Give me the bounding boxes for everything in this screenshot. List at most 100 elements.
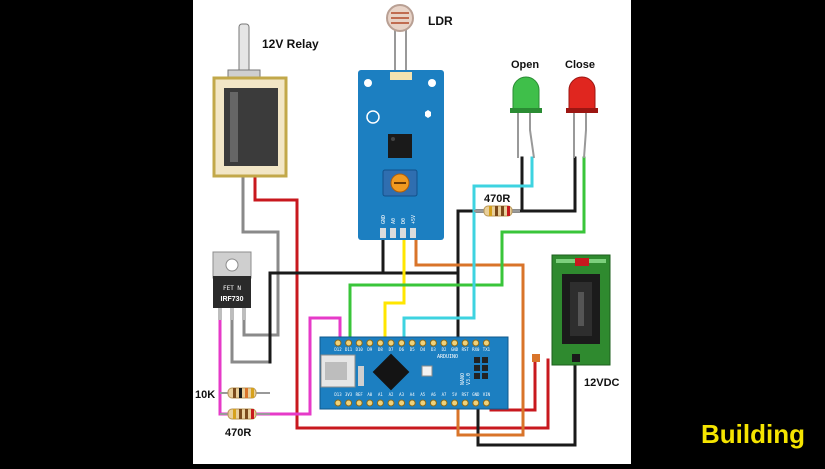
nano-pin — [387, 399, 395, 407]
nano-pin-label: A5 — [420, 392, 425, 397]
nano-pin — [472, 339, 480, 347]
nano-pin — [376, 399, 384, 407]
ldr-label: LDR — [428, 14, 453, 28]
nano-pin-label: D4 — [420, 347, 425, 352]
nano-pin-label: TX1 — [483, 347, 491, 352]
nano-pin — [398, 399, 406, 407]
nano-pin — [334, 339, 342, 347]
nano-pin-label: GND — [472, 392, 480, 397]
nano-pin-label: D10 — [356, 347, 364, 352]
led-close — [566, 76, 598, 159]
sensor-pins — [380, 228, 416, 238]
nano-pin — [440, 339, 448, 347]
sensor-ic-notch — [391, 137, 395, 141]
nano-crystal — [358, 366, 364, 386]
sensor-ldr-header — [390, 72, 412, 80]
nano-pin-label: A3 — [399, 392, 404, 397]
ldr — [386, 4, 414, 74]
nano-pin-label: A0 — [367, 392, 372, 397]
ldr-lead-left — [394, 28, 396, 74]
sensor-mount-hole-left — [364, 79, 372, 87]
led-close-label: Close — [565, 59, 595, 71]
dc-jack-module — [532, 254, 611, 366]
led-open-lead-right — [529, 110, 535, 159]
relay-coil-shine — [230, 92, 238, 162]
nano-pin — [429, 339, 437, 347]
sensor-pin-labels: GND A0 D0 +5V — [381, 215, 417, 224]
wires — [218, 156, 586, 447]
sensor-pin-label-d0: D0 — [401, 218, 407, 224]
nano-pin-label: D8 — [378, 347, 383, 352]
resistor-gate — [220, 408, 270, 420]
nano-pin — [376, 339, 384, 347]
led-open — [510, 76, 542, 159]
resistor-led-label: 470R — [484, 193, 510, 205]
led-close-lead-right — [583, 110, 587, 159]
wire-open-cyan — [402, 156, 534, 347]
nano-pin-label: VIN — [483, 392, 491, 397]
led-close-rim — [566, 108, 598, 113]
sensor-pin-label-gnd: GND — [381, 215, 387, 224]
nano-pin — [472, 399, 480, 407]
sensor-pin-label-a0: A0 — [391, 218, 397, 224]
nano-pin-label: 3V3 — [345, 392, 353, 397]
nano-pin-label: 5V — [452, 392, 457, 397]
nano-pin — [419, 399, 427, 407]
led-open-rim — [510, 108, 542, 113]
nano-pin — [451, 399, 459, 407]
nano-pin-label: REF — [356, 392, 364, 397]
wire-mosfet-gray — [230, 316, 272, 364]
nano-pin-label: GND — [451, 347, 459, 352]
nano-pin-label: A6 — [431, 392, 436, 397]
nano-pin — [461, 339, 469, 347]
resistor-gate-label: 470R — [225, 427, 251, 439]
nano-pin — [451, 339, 459, 347]
wire-gnd-black — [268, 271, 460, 364]
resistor-10k-label: 10K — [195, 389, 215, 401]
ldr-sensor-module: GND A0 D0 +5V — [358, 70, 444, 240]
nano-pin-label: RST — [462, 392, 470, 397]
led-open-dome — [512, 76, 540, 111]
nano-pin-label: RST — [462, 347, 470, 352]
nano-pin-label: D6 — [399, 347, 404, 352]
mosfet: FET N IRF730 — [212, 251, 252, 320]
wire-close-green — [348, 156, 586, 347]
mosfet-body — [213, 276, 251, 308]
ldr-lead-right — [405, 28, 407, 74]
nano-pin-label: D7 — [389, 347, 394, 352]
led-close-dome — [568, 76, 596, 111]
nano-pin — [482, 339, 490, 347]
nano-pin — [461, 399, 469, 407]
nano-pin — [355, 399, 363, 407]
nano-pin-label: A1 — [378, 392, 383, 397]
nano-pin — [366, 339, 374, 347]
relay-label: 12V Relay — [262, 37, 319, 51]
nano-pin-label: A4 — [410, 392, 415, 397]
nano-text-arduino: ARDUINO — [437, 354, 458, 360]
mosfet-brand-label: FET N — [223, 285, 241, 292]
nano-pin — [429, 399, 437, 407]
wire-a0-yellow — [383, 236, 406, 347]
wire-12v-red — [253, 175, 550, 430]
nano-pin — [408, 339, 416, 347]
nano-pin-label: D13 — [334, 392, 342, 397]
dc-jack-label: 12VDC — [584, 377, 620, 389]
nano-pin-label: A7 — [442, 392, 447, 397]
wire-dc-gnd-black — [476, 358, 577, 447]
nano-pin — [387, 339, 395, 347]
nano-reset-button — [421, 365, 433, 377]
relay-solenoid — [212, 23, 288, 178]
mosfet-tab-hole — [225, 258, 239, 272]
nano-pin-label: D11 — [345, 347, 353, 352]
nano-pin-label: D12 — [334, 347, 342, 352]
nano-pin — [366, 399, 374, 407]
nano-pin-label: D5 — [410, 347, 415, 352]
nano-pin-label: D3 — [431, 347, 436, 352]
nano-pin — [419, 339, 427, 347]
nano-pin — [398, 339, 406, 347]
